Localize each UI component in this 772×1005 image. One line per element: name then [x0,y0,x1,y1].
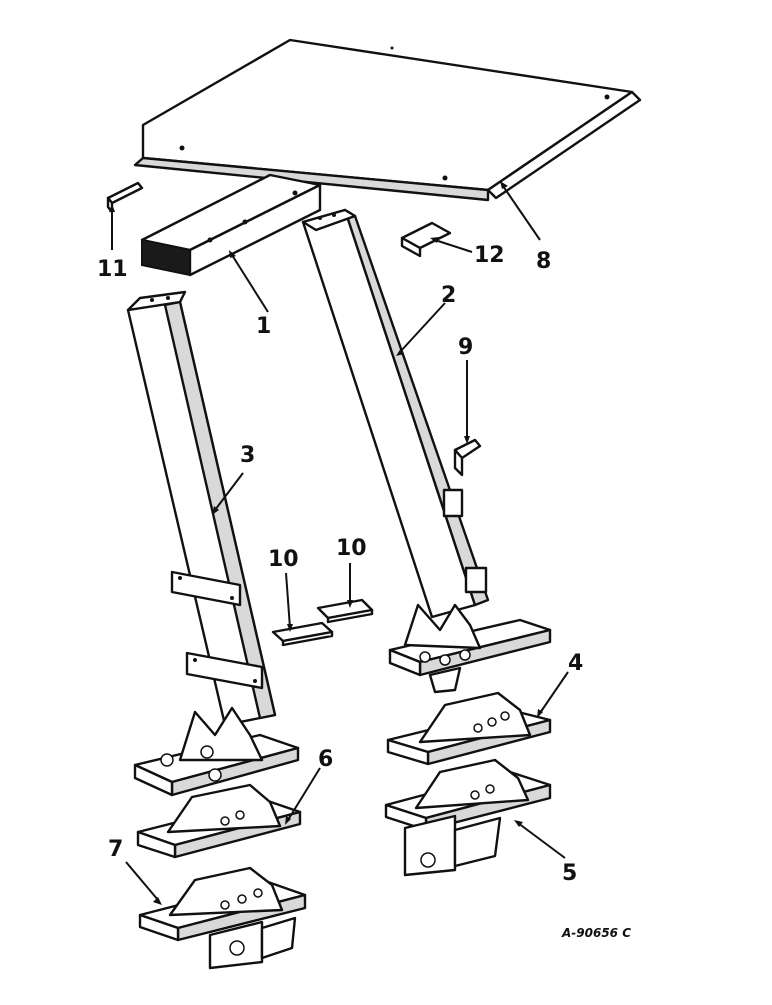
cross-tube-part-1 [140,173,322,277]
right-post-part-2 [301,208,490,619]
callout-6: 6 [318,747,333,772]
left-post-part-3 [126,290,277,727]
small-bracket-part-12 [400,221,452,258]
left-post-base [133,706,300,797]
callout-3: 3 [240,443,255,468]
callout-12: 12 [474,243,505,268]
callout-2: 2 [441,283,456,308]
saddle-clamp-part-5 [384,758,552,877]
plate-part-10-right [316,598,374,624]
callout-9: 9 [458,335,473,360]
callout-7: 7 [108,837,123,862]
plate-part-10-left [271,621,334,647]
callout-4: 4 [568,651,583,676]
callout-10-right: 10 [336,536,367,561]
reference-code: A-90656 C [561,926,631,940]
saddle-plate-part-4 [386,691,552,766]
saddle-plate-part-6 [136,783,302,859]
callout-1: 1 [256,314,271,339]
clip-part-9 [453,438,482,477]
canopy-panel-part-8 [133,38,642,202]
callout-labels: 1 2 3 4 5 6 7 8 9 10 10 11 12 A-90656 C [97,243,631,940]
callout-5: 5 [562,861,577,886]
callout-10-left: 10 [268,547,299,572]
leader-lines [109,181,569,905]
callout-8: 8 [536,249,551,274]
small-bracket-part-11 [106,181,144,214]
saddle-clamp-part-7 [138,866,307,970]
callout-11: 11 [97,257,128,282]
right-post-base [388,603,552,694]
